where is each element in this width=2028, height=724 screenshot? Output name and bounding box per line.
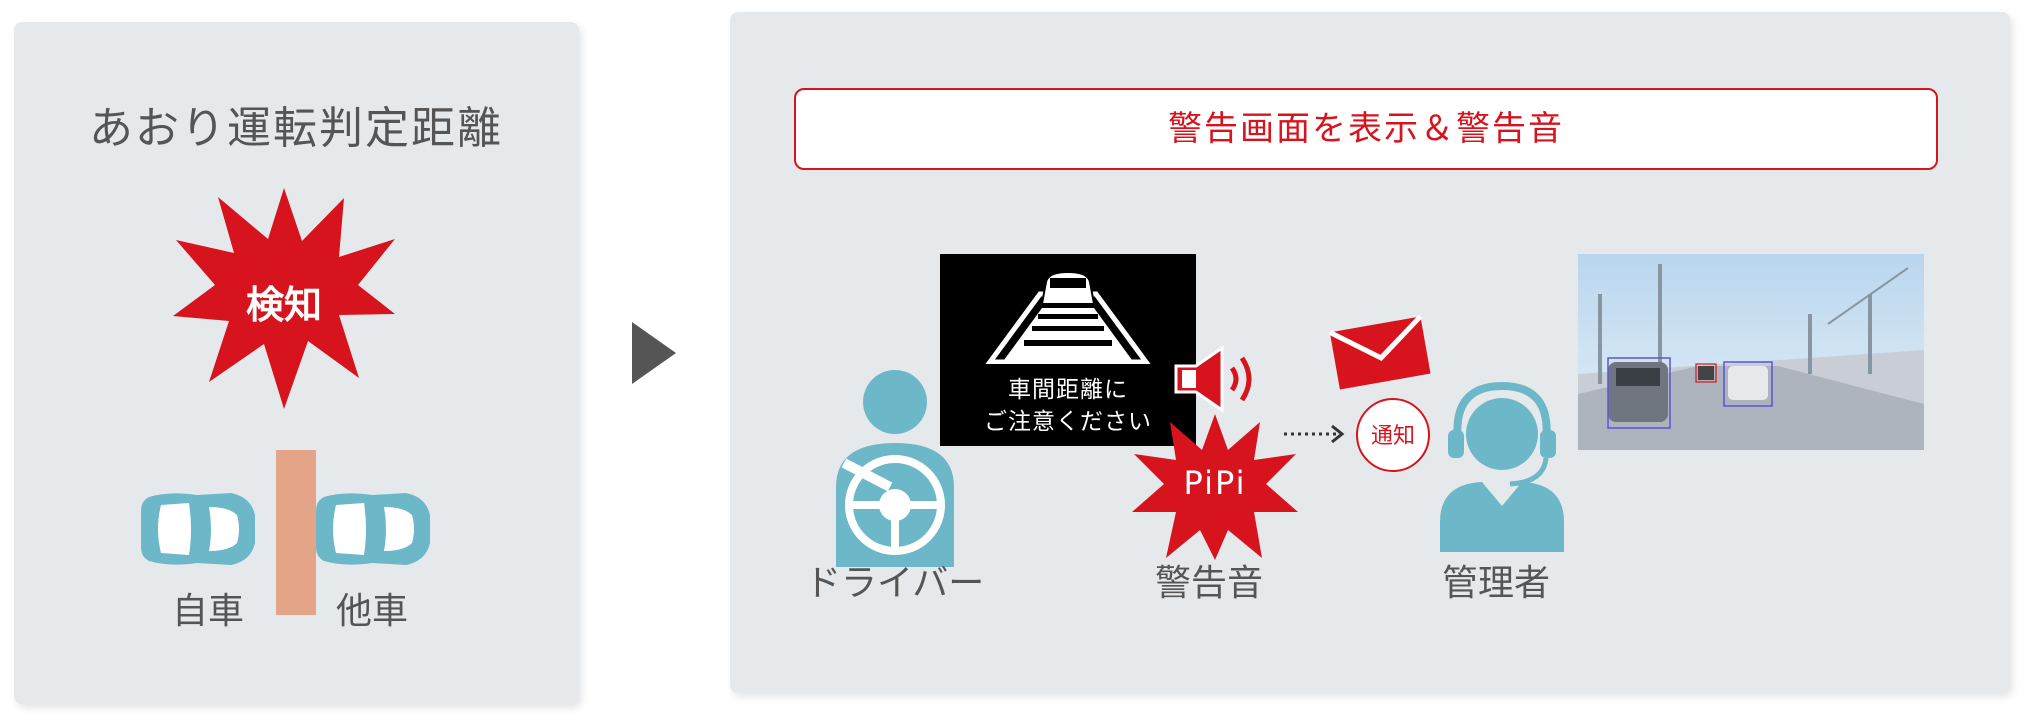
- panel-title: あおり運転判定距離: [89, 103, 503, 154]
- driver-label: ドライバー: [805, 563, 985, 604]
- driver-icon: [836, 370, 954, 567]
- screen-line-1: 車間距離に: [1008, 377, 1128, 403]
- envelope-icon: [1328, 314, 1431, 390]
- own-car-icon: [141, 493, 255, 565]
- warning-sound-label: 警告音: [1155, 563, 1264, 604]
- speaker-icon: [1174, 345, 1252, 413]
- manager-label: 管理者: [1442, 563, 1551, 604]
- detection-label: 検知: [245, 283, 322, 327]
- notify-badge: 通知: [1356, 398, 1430, 472]
- warning-panel: 警告画面を表示＆警告音 ドライバー 車間距離に ご注意ください: [730, 12, 2010, 693]
- warning-banner: 警告画面を表示＆警告音: [794, 88, 1938, 170]
- sound-burst-label: PiPi: [1183, 464, 1247, 502]
- sound-burst-icon: [1132, 414, 1298, 560]
- burst-icon: [173, 188, 395, 409]
- road-car-icon: [985, 270, 1151, 364]
- dotted-arrow-icon: [1284, 424, 1345, 444]
- camera-photo: [1578, 254, 1924, 450]
- headset-operator-icon: [1440, 382, 1564, 552]
- detection-panel: あおり運転判定距離 検知 自車 他車: [14, 22, 579, 704]
- own-car-label: 自車: [172, 591, 245, 632]
- other-car-icon: [316, 493, 430, 565]
- other-car-label: 他車: [336, 591, 409, 632]
- warning-screen: 車間距離に ご注意ください: [940, 254, 1196, 446]
- screen-line-2: ご注意ください: [984, 409, 1152, 435]
- arrow-icon: [632, 322, 676, 384]
- distance-bar: [276, 450, 316, 615]
